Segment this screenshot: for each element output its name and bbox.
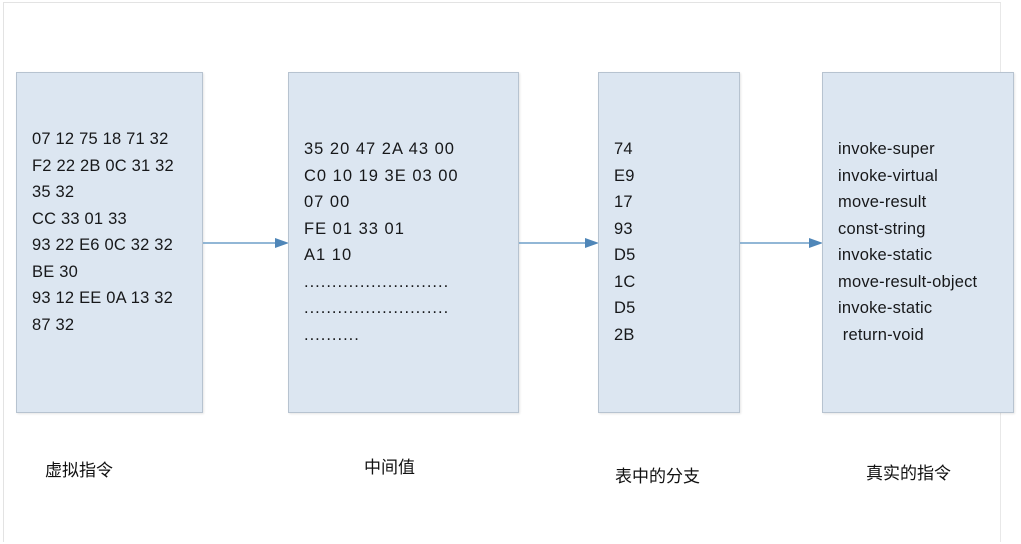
- box-intermediate-values-text: 35 20 47 2A 43 00 C0 10 19 3E 03 00 07 0…: [304, 140, 459, 344]
- arrow-right-icon-2: [519, 236, 599, 250]
- caption-real-instructions: 真实的指令: [866, 464, 951, 484]
- box-table-branches[interactable]: 74 E9 17 93 D5 1C D5 2B: [598, 72, 740, 413]
- caption-intermediate-values: 中间值: [364, 458, 415, 478]
- arrow-right-icon-1: [203, 236, 289, 250]
- caption-table-branches: 表中的分支: [615, 467, 700, 487]
- box-virtual-instructions-text: 07 12 75 18 71 32 F2 22 2B 0C 31 32 35 3…: [32, 130, 174, 334]
- box-virtual-instructions[interactable]: 07 12 75 18 71 32 F2 22 2B 0C 31 32 35 3…: [16, 72, 203, 413]
- box-real-instructions-text: invoke-super invoke-virtual move-result …: [838, 140, 978, 344]
- box-real-instructions[interactable]: invoke-super invoke-virtual move-result …: [822, 72, 1014, 413]
- caption-virtual-instructions: 虚拟指令: [45, 461, 113, 481]
- box-table-branches-text: 74 E9 17 93 D5 1C D5 2B: [614, 140, 636, 344]
- box-intermediate-values[interactable]: 35 20 47 2A 43 00 C0 10 19 3E 03 00 07 0…: [288, 72, 519, 413]
- arrow-right-icon-3: [740, 236, 823, 250]
